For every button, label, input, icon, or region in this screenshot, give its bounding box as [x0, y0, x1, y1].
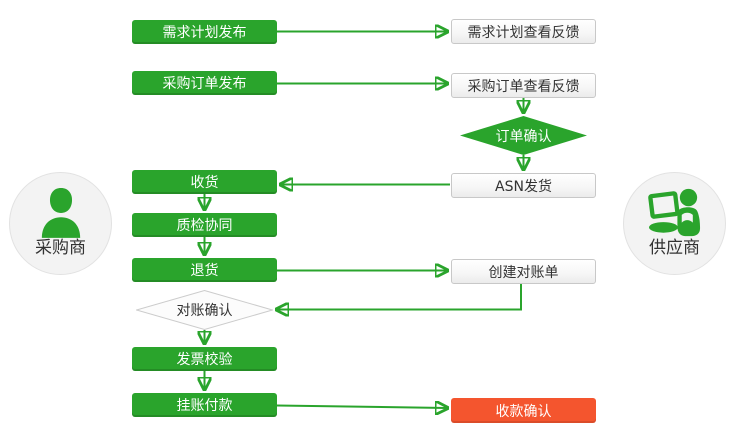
connector-statement-to-confirm	[277, 284, 522, 310]
person-icon	[38, 185, 84, 239]
node-statement-confirm: 对账确认	[136, 290, 273, 330]
actor-label: 采购商	[35, 238, 86, 258]
node-label: 收款确认	[495, 403, 552, 420]
node-label: 创建对账单	[488, 264, 559, 281]
node-label: 质检协同	[176, 218, 233, 234]
person-laptop-icon	[647, 185, 703, 239]
diamond-shape	[460, 116, 587, 155]
connector-payment-to-receipt	[276, 406, 447, 409]
node-purchase-order-feedback: 采购订单查看反馈	[451, 73, 596, 98]
node-invoice-verification: 发票校验	[132, 347, 277, 371]
node-label: 退货	[190, 263, 219, 279]
node-demand-plan-publish: 需求计划发布	[132, 20, 277, 44]
actor-buyer: 采购商	[9, 172, 112, 275]
node-quality-inspection: 质检协同	[132, 213, 277, 237]
node-label: 对账确认	[176, 303, 233, 319]
node-book-payment: 挂账付款	[132, 393, 277, 417]
node-label: 挂账付款	[176, 398, 233, 414]
node-label: 采购订单查看反馈	[467, 78, 580, 95]
node-label: 需求计划发布	[162, 25, 247, 41]
node-label: 需求计划查看反馈	[467, 24, 580, 41]
actor-label: 供应商	[649, 238, 700, 258]
node-label: 采购订单发布	[162, 76, 247, 92]
node-payment-receipt-confirm: 收款确认	[451, 398, 596, 423]
diamond-shape	[136, 290, 273, 330]
node-order-confirm: 订单确认	[460, 116, 587, 155]
node-demand-plan-feedback: 需求计划查看反馈	[451, 19, 596, 44]
actor-supplier: 供应商	[623, 172, 726, 275]
node-create-statement: 创建对账单	[451, 259, 596, 284]
node-asn-shipping: ASN发货	[451, 173, 596, 198]
node-label: 订单确认	[495, 128, 552, 145]
node-label: 收货	[190, 175, 219, 191]
node-purchase-order-publish: 采购订单发布	[132, 71, 277, 95]
node-label: 发票校验	[176, 352, 233, 368]
node-returns: 退货	[132, 258, 277, 282]
node-label: ASN发货	[495, 178, 552, 195]
node-receiving: 收货	[132, 170, 277, 194]
